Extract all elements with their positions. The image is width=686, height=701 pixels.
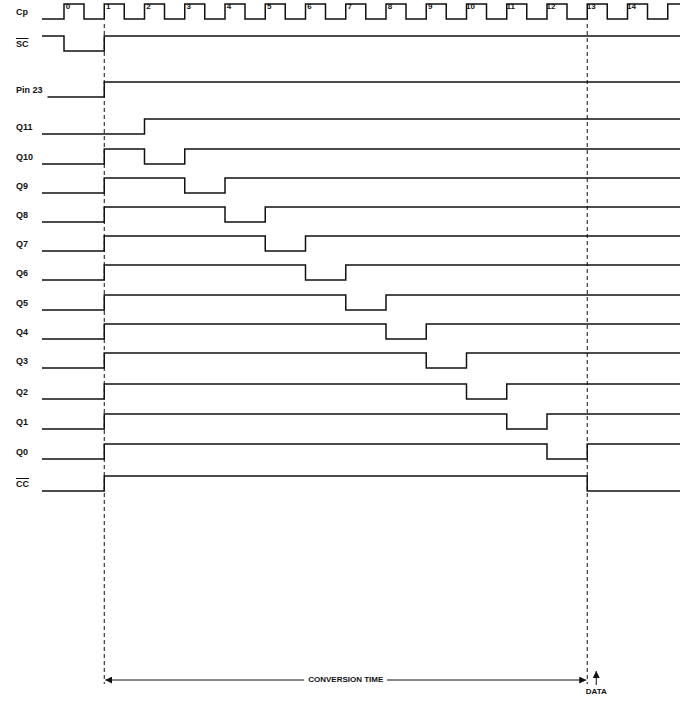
bit-waveform xyxy=(42,324,680,339)
reference-line xyxy=(104,24,105,684)
signal-name: Q9 xyxy=(16,182,28,191)
signal-name: Q10 xyxy=(16,153,33,162)
complete-waveform xyxy=(42,476,680,491)
data-arrow xyxy=(596,671,597,685)
signal-name: Q7 xyxy=(16,240,28,249)
clock-number: 2 xyxy=(146,3,150,11)
signal-name: Q4 xyxy=(16,328,28,337)
clock-number: 9 xyxy=(428,3,432,11)
bit-waveform xyxy=(42,149,680,164)
clock-number: 10 xyxy=(466,3,475,11)
pin-waveform xyxy=(48,82,680,97)
clock-number: 3 xyxy=(187,3,191,11)
bit-waveform xyxy=(42,353,680,368)
clock-number: 11 xyxy=(507,3,515,11)
timing-note: DATA xyxy=(586,688,607,696)
signal-name: CC xyxy=(16,480,29,489)
signal-name: Q6 xyxy=(16,269,28,278)
bit-waveform xyxy=(42,295,680,310)
clock-number: 0 xyxy=(66,3,70,11)
bit-waveform xyxy=(42,414,680,429)
clock-number: 14 xyxy=(627,3,636,11)
clock-number: 12 xyxy=(547,3,556,11)
signal-name: Q8 xyxy=(16,211,28,220)
signal-name: Q1 xyxy=(16,418,28,427)
signal-name: Q3 xyxy=(16,357,28,366)
clock-number: 7 xyxy=(348,3,352,11)
clock-number: 4 xyxy=(227,3,231,11)
start-waveform xyxy=(42,36,680,51)
clock-number: 1 xyxy=(106,3,110,11)
signal-name: Cp xyxy=(16,8,28,17)
reference-line xyxy=(587,24,588,684)
signal-name: Q11 xyxy=(16,123,33,132)
timing-note: CONVERSION TIME xyxy=(304,675,387,685)
clock-number: 6 xyxy=(307,3,311,11)
signal-name: Pin 23 xyxy=(16,86,43,95)
bit-waveform xyxy=(42,207,680,222)
bit-waveform xyxy=(42,384,680,399)
signal-name: Q5 xyxy=(16,299,28,308)
clock-number: 5 xyxy=(267,3,271,11)
signal-name: SC xyxy=(16,40,29,49)
signal-name: Q2 xyxy=(16,388,28,397)
bit-waveform xyxy=(42,265,680,280)
signal-name: Q0 xyxy=(16,448,28,457)
bit-waveform xyxy=(42,236,680,251)
bit-waveform xyxy=(42,444,680,459)
clock-number: 8 xyxy=(388,3,392,11)
clock-waveform xyxy=(42,4,680,19)
clock-number: 13 xyxy=(587,3,596,11)
bit-waveform xyxy=(42,119,680,134)
bit-waveform xyxy=(42,178,680,193)
